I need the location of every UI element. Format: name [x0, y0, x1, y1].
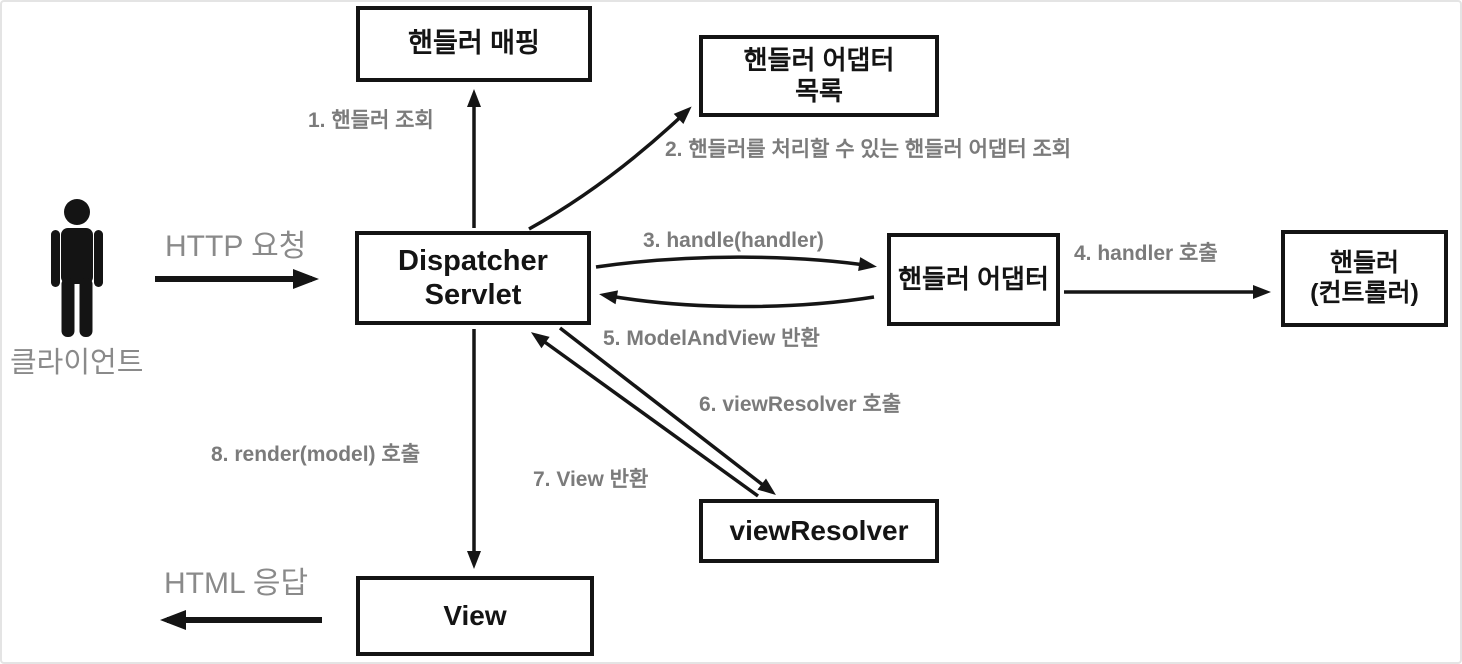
node-handler-controller-line2: (컨트롤러) [1310, 278, 1419, 307]
html-response-label: HTML 응답 [164, 567, 309, 600]
node-dispatcher-servlet-line1: Dispatcher [398, 244, 548, 277]
step1-label: 1. 핸들러 조회 [308, 109, 434, 132]
step4-label: 4. handler 호출 [1074, 242, 1218, 265]
node-dispatcher-servlet: Dispatcher Servlet [355, 231, 591, 325]
node-view-resolver-label: viewResolver [729, 515, 909, 547]
client-label: 클라이언트 [10, 347, 144, 379]
arrow-step7-view-return [530, 332, 760, 498]
node-dispatcher-servlet-line2: Servlet [424, 279, 522, 311]
node-handler-mapping-label: 핸들러 매핑 [408, 28, 540, 59]
node-handler-adapter: 핸들러 어댑터 [887, 233, 1060, 326]
node-handler-adapter-list-line2: 목록 [795, 76, 843, 106]
arrow-step3-handle [595, 255, 877, 271]
step8-label: 8. render(model) 호출 [211, 443, 421, 466]
arrow-step2-adapter-lookup [528, 106, 692, 231]
node-view: View [356, 576, 594, 656]
arrow-step6-viewresolver-call [558, 326, 776, 496]
node-handler-mapping: 핸들러 매핑 [356, 6, 592, 82]
node-handler-adapter-list-line1: 핸들러 어댑터 [743, 45, 895, 76]
step3-label: 3. handle(handler) [643, 229, 824, 252]
client-person-icon [51, 199, 103, 337]
step2-label: 2. 핸들러를 처리할 수 있는 핸들러 어댑터 조회 [665, 138, 1072, 161]
node-handler-controller: 핸들러 (컨트롤러) [1281, 230, 1448, 327]
http-request-label: HTTP 요청 [165, 230, 307, 263]
step5-label: 5. ModelAndView 반환 [603, 327, 820, 350]
node-handler-adapter-label: 핸들러 어댑터 [898, 264, 1049, 295]
node-view-resolver: viewResolver [699, 499, 939, 563]
node-view-label: View [443, 600, 507, 632]
node-handler-controller-line1: 핸들러 [1329, 249, 1399, 277]
node-handler-adapter-list: 핸들러 어댑터 목록 [699, 35, 939, 117]
step6-label: 6. viewResolver 호출 [699, 393, 902, 416]
step7-label: 7. View 반환 [533, 468, 649, 491]
arrow-step5-modelandview-return [599, 290, 875, 309]
